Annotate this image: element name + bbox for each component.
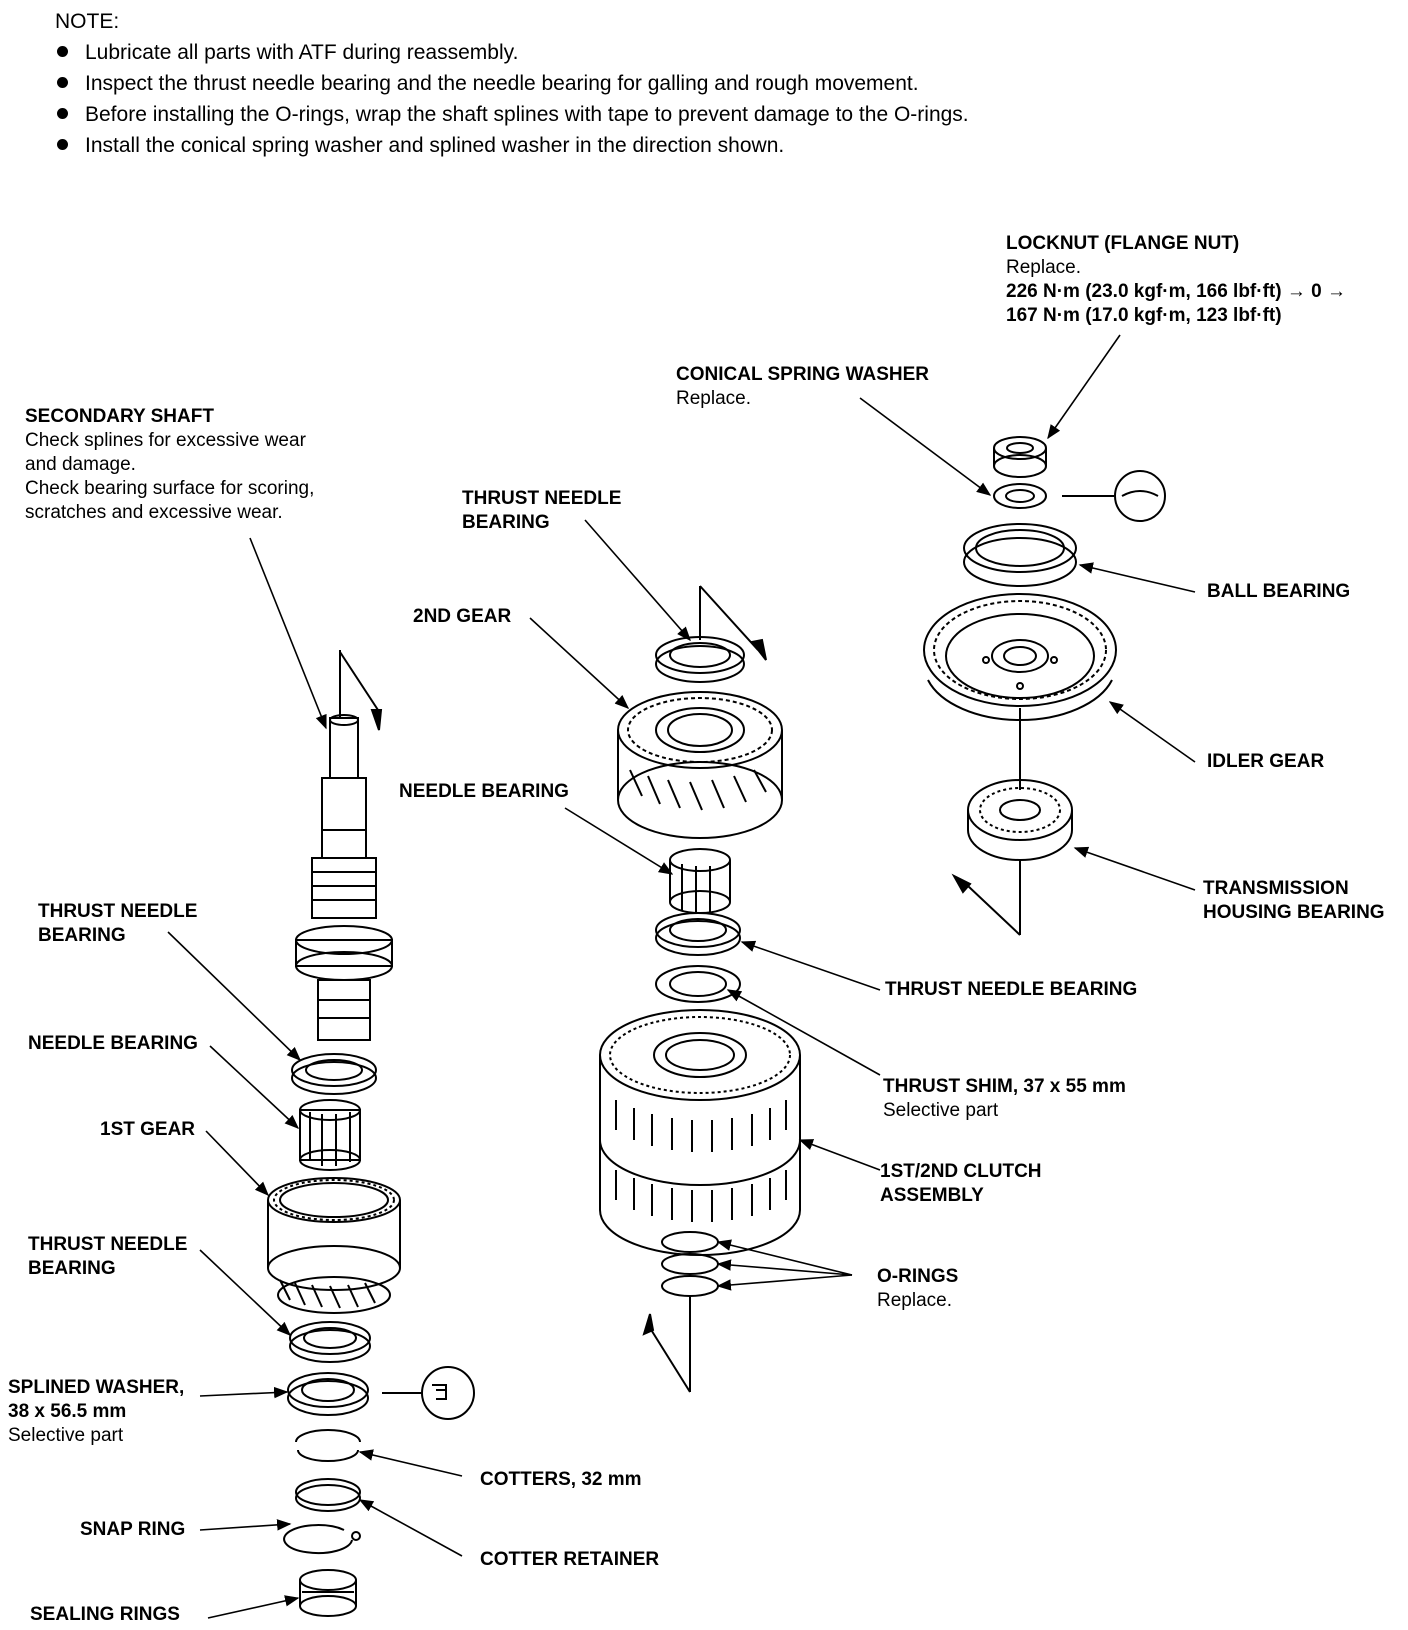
- second-gear-part: [617, 691, 783, 839]
- label-line: THRUST NEEDLE: [28, 1234, 188, 1255]
- label-line: THRUST SHIM, 37 x 55 mm: [883, 1076, 1126, 1097]
- label-line: THRUST NEEDLE: [462, 488, 622, 509]
- label-line: Selective part: [8, 1425, 124, 1446]
- first-gear-label: 1ST GEAR: [100, 1118, 195, 1142]
- label-line: BEARING: [462, 512, 550, 533]
- label-line: NEEDLE BEARING: [28, 1033, 198, 1054]
- label-line: 1ST GEAR: [100, 1119, 196, 1140]
- label-line: 1ST/2ND CLUTCH: [880, 1161, 1042, 1182]
- splined-washer-label: SPLINED WASHER, 38 x 56.5 mm Selective p…: [8, 1376, 184, 1448]
- thrust-needle-bearing-label: THRUST NEEDLE BEARING: [28, 1233, 187, 1281]
- thrust-needle-bearing-part: [291, 1053, 377, 1095]
- label-line: BEARING: [38, 925, 126, 946]
- thrust-needle-bearing-label: THRUST NEEDLE BEARING: [885, 978, 1137, 1002]
- label-line: NEEDLE BEARING: [399, 781, 569, 802]
- label-line: BEARING: [28, 1258, 116, 1279]
- conical-spring-washer-label: CONICAL SPRING WASHER Replace.: [676, 363, 929, 411]
- thrust-needle-bearing-label: THRUST NEEDLE BEARING: [462, 487, 621, 535]
- thrust-needle-bearing-part: [655, 912, 741, 956]
- note-block: NOTE: Lubricate all parts with ATF durin…: [55, 6, 969, 161]
- needle-bearing-part: [299, 1099, 361, 1171]
- label-line: COTTERS, 32 mm: [480, 1469, 642, 1490]
- snap-ring-label: SNAP RING: [80, 1518, 185, 1542]
- thrust-needle-bearing-label: THRUST NEEDLE BEARING: [38, 900, 197, 948]
- label-line: Selective part: [883, 1100, 999, 1121]
- needle-bearing-part: [669, 848, 731, 914]
- secondary-shaft-label: SECONDARY SHAFT Check splines for excess…: [25, 405, 314, 525]
- ball-bearing-label: BALL BEARING: [1207, 580, 1350, 604]
- label-line: 2ND GEAR: [413, 606, 512, 627]
- idler-gear-label: IDLER GEAR: [1207, 750, 1324, 774]
- ball-bearing-part: [963, 523, 1077, 587]
- label-line: 38 x 56.5 mm: [8, 1401, 127, 1422]
- note-item: Inspect the thrust needle bearing and th…: [55, 68, 969, 99]
- thrust-needle-bearing-part: [289, 1321, 371, 1363]
- sealing-rings-part: [299, 1569, 357, 1617]
- cotter-retainer-label: COTTER RETAINER: [480, 1548, 659, 1572]
- label-line: HOUSING BEARING: [1203, 902, 1385, 923]
- note-heading: NOTE:: [55, 10, 120, 33]
- secondary-line: Check splines for excessive wear: [25, 430, 306, 451]
- washer-direction-detail: [382, 1366, 475, 1420]
- cotter-retainer-part: [295, 1478, 361, 1512]
- second-gear-label: 2ND GEAR: [413, 605, 511, 629]
- label-line: COTTER RETAINER: [480, 1549, 660, 1570]
- o-rings-label: O-RINGS Replace.: [877, 1265, 958, 1313]
- note-item: Install the conical spring washer and sp…: [55, 130, 969, 161]
- thrust-shim-label: THRUST SHIM, 37 x 55 mm Selective part: [883, 1075, 1126, 1123]
- locknut-torque-2: 167 N·m (17.0 kgf·m, 123 lbf·ft): [1006, 305, 1282, 326]
- needle-bearing-label: NEEDLE BEARING: [28, 1032, 198, 1056]
- label-line: BALL BEARING: [1207, 581, 1351, 602]
- label-line: ASSEMBLY: [880, 1185, 984, 1206]
- conical-spring-washer-part: [993, 483, 1047, 509]
- clutch-assembly-part: [599, 1009, 801, 1256]
- conical-title: CONICAL SPRING WASHER: [676, 364, 930, 385]
- label-line: SNAP RING: [80, 1519, 186, 1540]
- secondary-title: SECONDARY SHAFT: [25, 406, 214, 427]
- splined-washer-part: [287, 1372, 369, 1416]
- thrust-needle-bearing-part: [655, 636, 745, 683]
- locknut-note: Replace.: [1006, 257, 1081, 278]
- label-line: TRANSMISSION: [1203, 878, 1349, 899]
- idler-gear-part: [923, 593, 1117, 721]
- conical-note: Replace.: [676, 388, 751, 409]
- locknut-torque-1: 226 N·m (23.0 kgf·m, 166 lbf·ft) → 0 →: [1006, 281, 1346, 302]
- label-line: O-RINGS: [877, 1266, 959, 1287]
- o-rings-part: [661, 1231, 719, 1297]
- spring-washer-direction-detail: [1062, 470, 1166, 522]
- label-line: THRUST NEEDLE BEARING: [885, 979, 1138, 1000]
- label-line: SPLINED WASHER,: [8, 1377, 185, 1398]
- note-item: Lubricate all parts with ATF during reas…: [55, 37, 969, 68]
- label-line: THRUST NEEDLE: [38, 901, 198, 922]
- locknut-title: LOCKNUT (FLANGE NUT): [1006, 233, 1240, 254]
- note-item: Before installing the O-rings, wrap the …: [55, 99, 969, 130]
- secondary-line: and damage.: [25, 454, 136, 475]
- secondary-line: Check bearing surface for scoring,: [25, 478, 315, 499]
- first-gear-part: [267, 1177, 401, 1314]
- secondary-line: scratches and excessive wear.: [25, 502, 283, 523]
- label-line: SEALING RINGS: [30, 1604, 180, 1625]
- sealing-rings-label: SEALING RINGS: [30, 1603, 180, 1627]
- snap-ring-part: [283, 1524, 361, 1555]
- locknut-label: LOCKNUT (FLANGE NUT) Replace. 226 N·m (2…: [1006, 232, 1346, 328]
- label-line: IDLER GEAR: [1207, 751, 1325, 772]
- label-line: Replace.: [877, 1290, 952, 1311]
- secondary-shaft-part: [295, 714, 393, 1041]
- transmission-housing-bearing-label: TRANSMISSION HOUSING BEARING: [1203, 877, 1385, 925]
- cotters-label: COTTERS, 32 mm: [480, 1468, 642, 1492]
- needle-bearing-label: NEEDLE BEARING: [399, 780, 569, 804]
- cotters-part: [295, 1429, 361, 1462]
- thrust-shim-part: [655, 965, 741, 1003]
- transmission-housing-bearing-part: [967, 779, 1073, 861]
- clutch-assembly-label: 1ST/2ND CLUTCH ASSEMBLY: [880, 1160, 1042, 1208]
- locknut-part: [993, 436, 1047, 478]
